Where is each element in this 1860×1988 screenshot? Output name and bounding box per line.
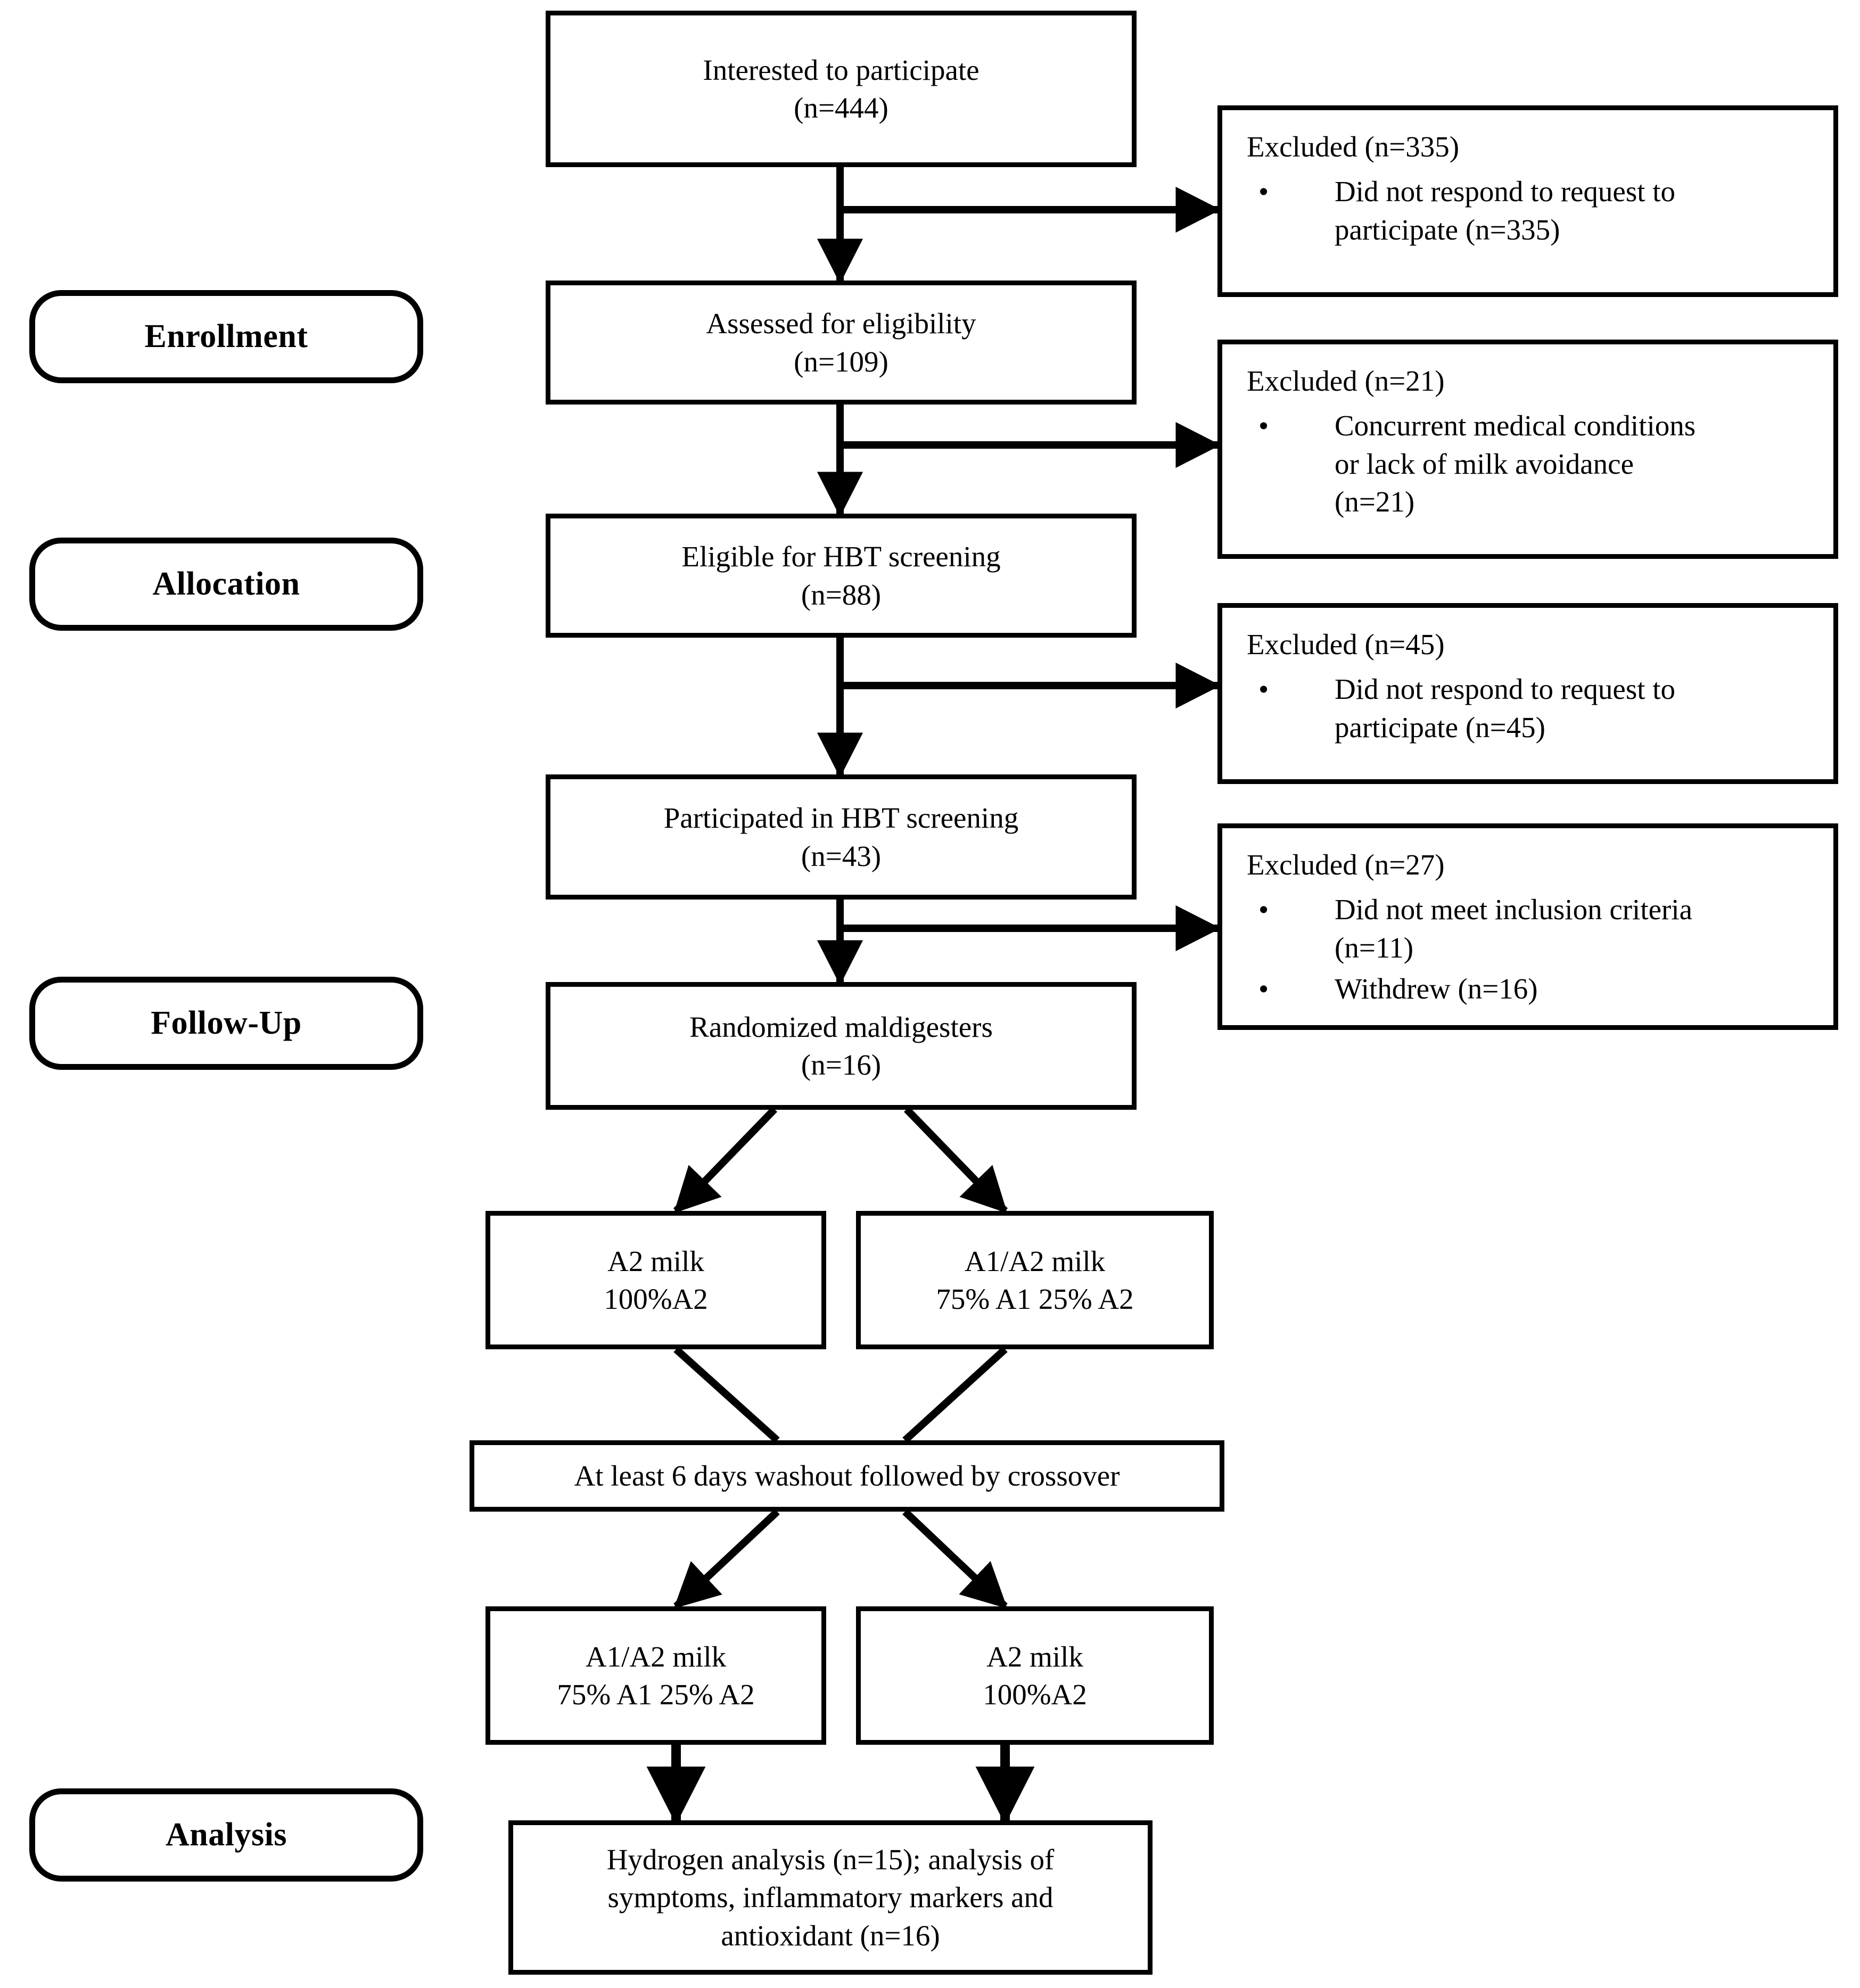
node-line: A1/A2 milk xyxy=(964,1244,1106,1277)
exclusion-list-item: • Did not meet inclusion criteria (n=11) xyxy=(1247,890,1818,967)
node-line: (n=88) xyxy=(801,578,882,611)
node-washout-crossover: At least 6 days washout followed by cros… xyxy=(470,1440,1224,1512)
exclusion-list: • Concurrent medical conditions or lack … xyxy=(1247,407,1818,521)
connector-washout-split xyxy=(673,1508,1008,1610)
node-arm-a1a2-milk-period2: A1/A2 milk 75% A1 25% A2 xyxy=(485,1606,826,1745)
node-line: A1/A2 milk xyxy=(585,1640,727,1673)
stage-label-enrollment: Enrollment xyxy=(29,290,423,383)
node-eligible-for-hbt-screening: Eligible for HBT screening (n=88) xyxy=(546,514,1137,638)
exclusion-item-line: participate (n=45) xyxy=(1335,711,1545,744)
stage-label-allocation: Allocation xyxy=(29,538,423,631)
node-line: Interested to participate xyxy=(703,53,980,86)
node-line: Eligible for HBT screening xyxy=(681,540,1001,573)
bullet-icon: • xyxy=(1258,673,1269,706)
connector-arms-to-analysis xyxy=(646,1745,1035,1825)
stage-label-analysis: Analysis xyxy=(29,1788,423,1882)
exclusion-item-line: (n=11) xyxy=(1335,931,1414,964)
exclusion-list-item: • Did not respond to request to particip… xyxy=(1247,670,1818,746)
exclusion-list: • Did not meet inclusion criteria (n=11)… xyxy=(1247,890,1818,1008)
stage-label-text: Allocation xyxy=(152,566,300,602)
bullet-icon: • xyxy=(1258,409,1269,442)
exclusion-item-line: Did not respond to request to xyxy=(1335,673,1676,706)
connector-interested-to-assessed xyxy=(817,167,1221,284)
node-line: 100%A2 xyxy=(604,1283,708,1315)
exclusion-box-1: Excluded (n=335) • Did not respond to re… xyxy=(1217,105,1838,297)
connector-randomized-split xyxy=(673,1107,1008,1214)
exclusion-item-line: (n=21) xyxy=(1335,485,1415,518)
bullet-icon: • xyxy=(1258,893,1269,926)
connector-arms-to-washout xyxy=(673,1346,1008,1443)
node-line: (n=43) xyxy=(801,839,882,872)
exclusion-list-item: • Concurrent medical conditions or lack … xyxy=(1247,407,1818,521)
exclusion-item-line: Did not respond to request to xyxy=(1335,175,1676,208)
exclusion-box-3: Excluded (n=45) • Did not respond to req… xyxy=(1217,603,1838,784)
exclusion-heading: Excluded (n=45) xyxy=(1247,628,1445,661)
exclusion-heading: Excluded (n=335) xyxy=(1247,130,1460,163)
node-randomized-maldigesters: Randomized maldigesters (n=16) xyxy=(546,982,1137,1110)
node-line: Assessed for eligibility xyxy=(706,307,976,340)
node-line: Participated in HBT screening xyxy=(663,802,1019,834)
node-assessed-for-eligibility: Assessed for eligibility (n=109) xyxy=(546,281,1137,405)
node-participated-in-hbt-screening: Participated in HBT screening (n=43) xyxy=(546,774,1137,900)
exclusion-box-4: Excluded (n=27) • Did not meet inclusion… xyxy=(1217,823,1838,1030)
exclusion-item-line: participate (n=335) xyxy=(1335,213,1560,246)
node-line: symptoms, inflammatory markers and xyxy=(607,1881,1054,1914)
node-line: 75% A1 25% A2 xyxy=(936,1283,1134,1315)
node-interested-to-participate: Interested to participate (n=444) xyxy=(546,11,1137,167)
node-line: antioxidant (n=16) xyxy=(721,1919,940,1952)
stage-label-text: Analysis xyxy=(166,1817,287,1853)
node-arm-a2-milk-period2: A2 milk 100%A2 xyxy=(856,1606,1214,1745)
connector-assessed-to-eligible xyxy=(817,405,1221,517)
node-line: 75% A1 25% A2 xyxy=(557,1678,755,1711)
node-analysis-outcomes: Hydrogen analysis (n=15); analysis of sy… xyxy=(508,1820,1153,1975)
node-line: Hydrogen analysis (n=15); analysis of xyxy=(606,1843,1055,1876)
exclusion-list: • Did not respond to request to particip… xyxy=(1247,670,1818,746)
stage-label-text: Follow-Up xyxy=(151,1005,302,1041)
exclusion-item-line: Did not meet inclusion criteria xyxy=(1335,893,1693,926)
bullet-icon: • xyxy=(1258,972,1269,1005)
node-line: (n=16) xyxy=(801,1049,882,1081)
exclusion-item-line: Withdrew (n=16) xyxy=(1335,972,1538,1005)
exclusion-heading: Excluded (n=27) xyxy=(1247,848,1445,881)
node-line: 100%A2 xyxy=(983,1678,1087,1711)
bullet-icon: • xyxy=(1258,175,1269,208)
node-line: A2 milk xyxy=(607,1244,704,1277)
node-line: At least 6 days washout followed by cros… xyxy=(574,1459,1120,1492)
exclusion-heading: Excluded (n=21) xyxy=(1247,365,1445,397)
stage-label-text: Enrollment xyxy=(144,318,308,354)
exclusion-item-line: or lack of milk avoidance xyxy=(1335,447,1634,480)
node-line: (n=444) xyxy=(794,92,888,124)
exclusion-list-item: • Did not respond to request to particip… xyxy=(1247,172,1818,249)
connector-participated-to-randomized xyxy=(817,900,1221,986)
node-arm-a2-milk-period1: A2 milk 100%A2 xyxy=(485,1211,826,1349)
exclusion-item-line: Concurrent medical conditions xyxy=(1335,409,1696,442)
node-arm-a1a2-milk-period1: A1/A2 milk 75% A1 25% A2 xyxy=(856,1211,1214,1349)
connector-eligible-to-participated xyxy=(817,638,1221,778)
stage-label-follow-up: Follow-Up xyxy=(29,977,423,1070)
exclusion-box-2: Excluded (n=21) • Concurrent medical con… xyxy=(1217,340,1838,559)
exclusion-list-item: • Withdrew (n=16) xyxy=(1247,970,1818,1008)
node-line: (n=109) xyxy=(794,345,888,378)
exclusion-list: • Did not respond to request to particip… xyxy=(1247,172,1818,249)
node-line: Randomized maldigesters xyxy=(689,1010,993,1043)
node-line: A2 milk xyxy=(986,1640,1083,1673)
